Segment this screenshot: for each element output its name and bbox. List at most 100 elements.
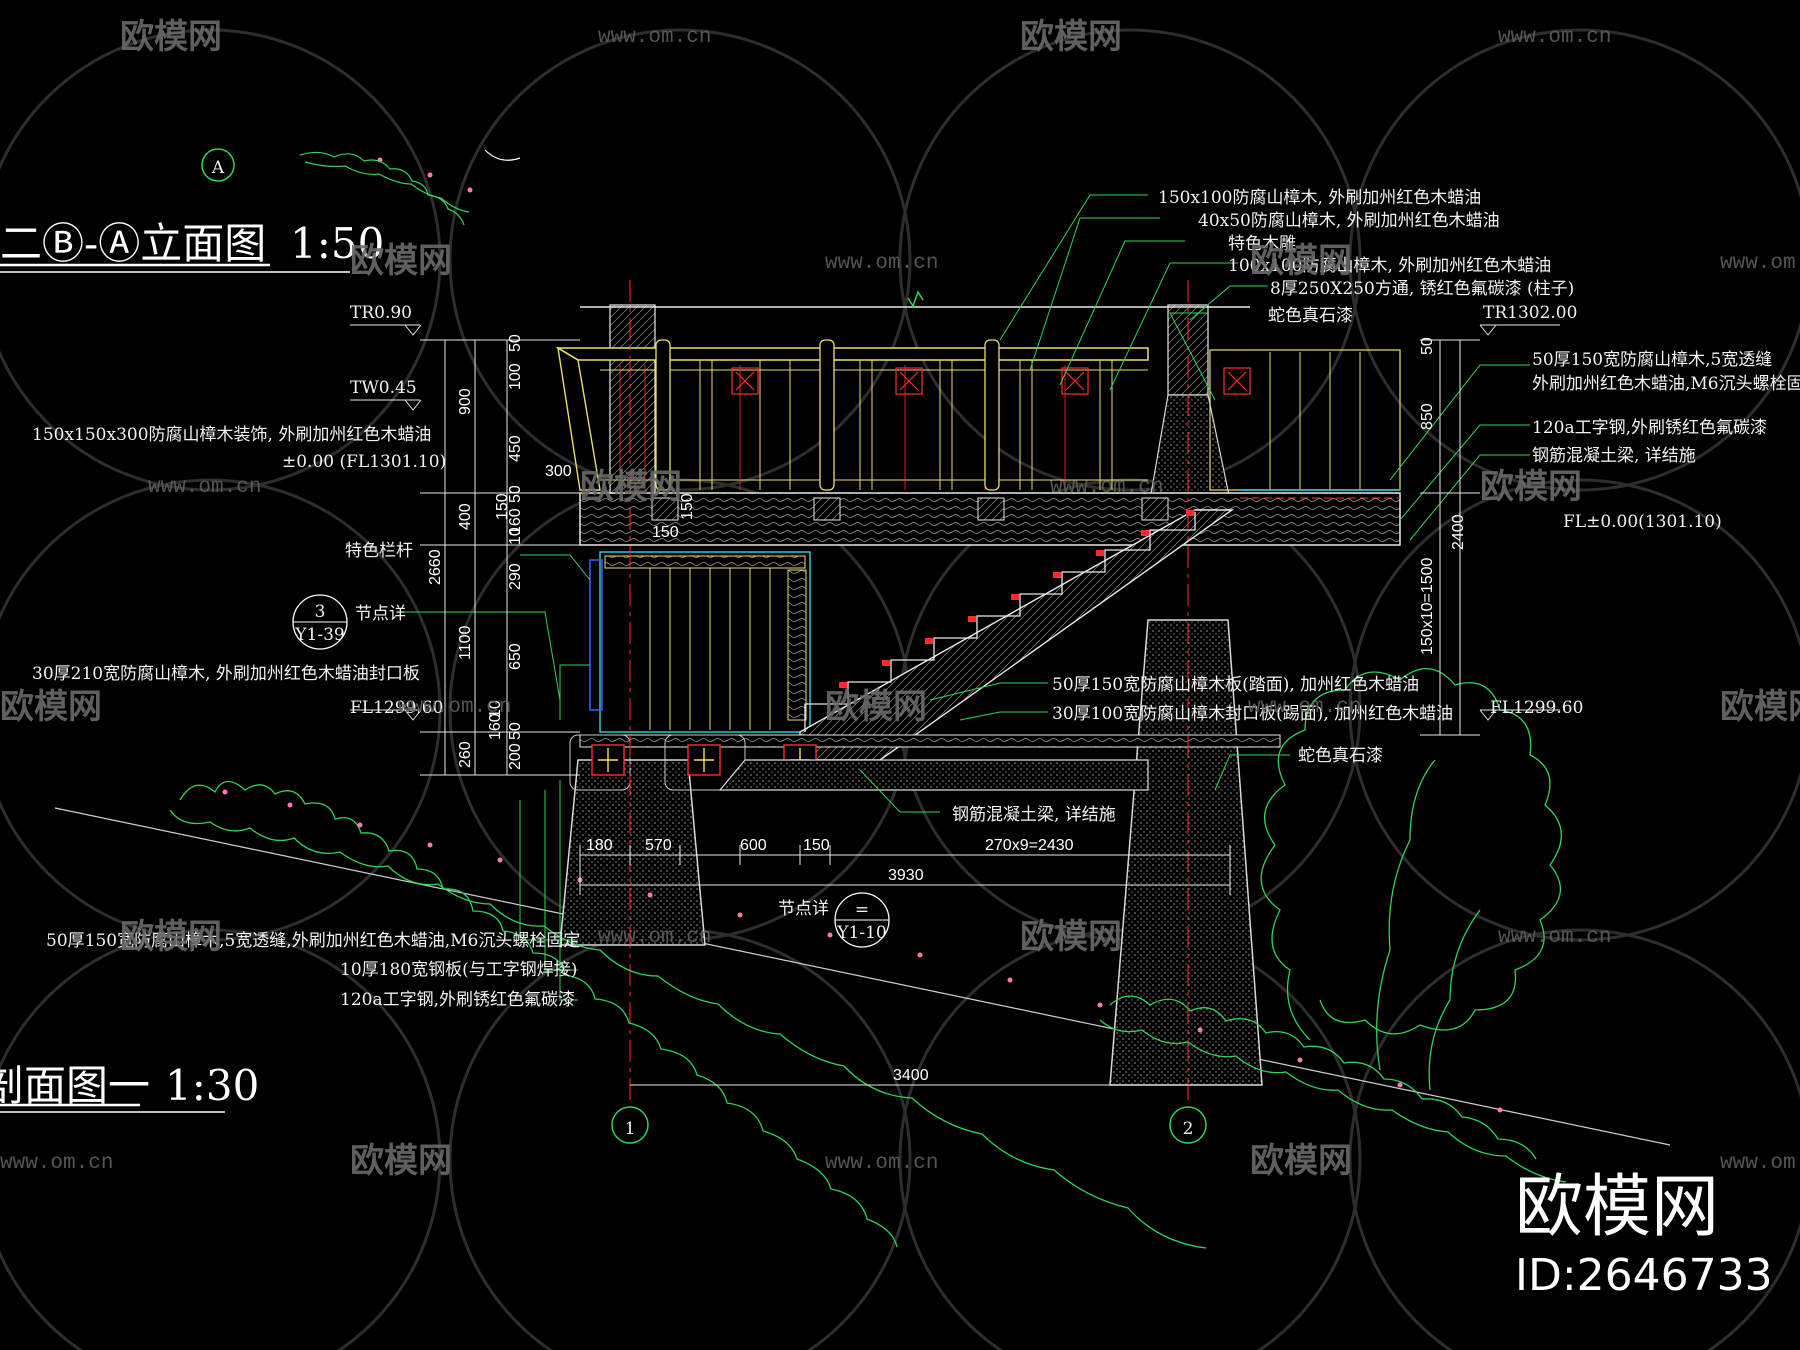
railing-slant bbox=[557, 346, 601, 491]
svg-text:10: 10 bbox=[507, 527, 524, 545]
svg-text:160: 160 bbox=[507, 508, 524, 535]
axis-lines bbox=[629, 280, 1189, 1105]
image-id-label: ID:2646733 bbox=[1515, 1250, 1773, 1301]
section-title: 剖面图一 bbox=[0, 1061, 150, 1110]
svg-text:150: 150 bbox=[679, 493, 696, 520]
svg-text:50: 50 bbox=[1419, 337, 1436, 355]
axis-bubble-2 bbox=[1169, 1106, 1207, 1144]
note-bottom-5: 120a工字钢,外刷锈红色氟碳漆 bbox=[340, 990, 575, 1010]
ground-line bbox=[54, 807, 1671, 1146]
stair-red-nosings bbox=[839, 510, 1194, 688]
svg-text:www.om.cn: www.om.cn bbox=[148, 476, 261, 499]
svg-text:欧模网: 欧模网 bbox=[120, 917, 222, 957]
svg-text:www.om.cn: www.om.cn bbox=[825, 252, 938, 275]
carved-posts bbox=[655, 339, 1000, 491]
svg-text:欧模网: 欧模网 bbox=[1020, 917, 1122, 957]
svg-text:www.om.cn: www.om.cn bbox=[1498, 926, 1611, 949]
svg-text:850: 850 bbox=[1419, 403, 1436, 430]
stair-treads bbox=[804, 512, 1196, 732]
svg-text:www.om.cn: www.om.cn bbox=[0, 1152, 113, 1175]
left-column bbox=[609, 304, 656, 501]
level-fl-left: FL1299.60 bbox=[350, 698, 443, 718]
shrub-left bbox=[169, 780, 1207, 1249]
note-bottom-2: 节点详 bbox=[778, 899, 829, 919]
svg-text:www.om.cn: www.om.cn bbox=[1498, 26, 1611, 49]
svg-text:欧模网: 欧模网 bbox=[350, 1141, 452, 1181]
note-right-0: 50厚150宽防腐山樟木,5宽透缝 bbox=[1532, 350, 1772, 370]
svg-text:150: 150 bbox=[494, 493, 511, 520]
svg-text:3400: 3400 bbox=[893, 1067, 929, 1084]
note-stair-0: 50厚150宽防腐山樟木板(踏面), 加州红色木蜡油 bbox=[1052, 675, 1419, 695]
shrub-left-flowers bbox=[222, 157, 1503, 1113]
svg-text:270x9=2430: 270x9=2430 bbox=[985, 837, 1074, 854]
dims-left: 900 400 2660 1100 260 50 100 450 50 150 … bbox=[427, 334, 524, 770]
svg-text:Y1-39: Y1-39 bbox=[294, 625, 344, 645]
svg-text:2660: 2660 bbox=[427, 549, 444, 585]
level-pm000: ±0.00 (FL1301.10) bbox=[282, 452, 446, 472]
break-mark bbox=[907, 290, 924, 308]
note-left-0: 150x150x300防腐山樟木装饰, 外刷加州红色木蜡油 bbox=[32, 425, 431, 445]
svg-text:欧模网: 欧模网 bbox=[1250, 1141, 1352, 1181]
svg-text:1100: 1100 bbox=[457, 625, 474, 660]
svg-text:Y1-10: Y1-10 bbox=[836, 923, 886, 943]
svg-text:570: 570 bbox=[645, 837, 672, 854]
svg-text:300: 300 bbox=[545, 463, 572, 480]
note-left-1: 特色栏杆 bbox=[345, 541, 413, 561]
svg-text:www.om.cn: www.om.cn bbox=[1720, 252, 1800, 275]
svg-text:www.om.cn: www.om.cn bbox=[598, 926, 711, 949]
note-bottom-0: 蛇色真石漆 bbox=[1298, 746, 1383, 766]
level-markers bbox=[350, 324, 1560, 721]
axis-bubble-a bbox=[201, 148, 235, 182]
svg-text:欧模网: 欧模网 bbox=[1020, 17, 1122, 57]
note-right-2: 120a工字钢,外刷锈红色氟碳漆 bbox=[1532, 418, 1767, 438]
svg-text:欧模网: 欧模网 bbox=[580, 467, 682, 507]
svg-text:www.om.cn: www.om.cn bbox=[398, 696, 511, 719]
note-bottom-3: 50厚150宽防腐山樟木,5宽透缝,外刷加州红色木蜡油,M6沉头螺栓固定 bbox=[46, 931, 580, 951]
elevation-title: 二Ⓑ-Ⓐ立面图 bbox=[0, 219, 266, 268]
svg-text:200: 200 bbox=[507, 743, 524, 770]
axis-bubble-1 bbox=[611, 1106, 649, 1144]
level-fl-right2: FL1299.60 bbox=[1490, 698, 1583, 718]
svg-text:50: 50 bbox=[507, 722, 524, 740]
dimension-lines bbox=[420, 339, 1480, 1086]
svg-text:3: 3 bbox=[315, 602, 326, 622]
svg-text:www.om.cn: www.om.cn bbox=[598, 26, 711, 49]
level-tw045: TW0.45 bbox=[350, 378, 417, 398]
svg-text:150: 150 bbox=[803, 837, 830, 854]
note-top-5: 蛇色真石漆 bbox=[1268, 306, 1353, 326]
svg-text:50: 50 bbox=[507, 334, 524, 352]
svg-text:欧模网: 欧模网 bbox=[120, 17, 222, 57]
watermarks: 欧模网 www.om.cn 欧模网 www.om.cn 欧模网 www.om.c… bbox=[0, 17, 1800, 1181]
note-top-0: 150x100防腐山樟木, 外刷加州红色木蜡油 bbox=[1158, 188, 1481, 208]
svg-text:150x10=1500: 150x10=1500 bbox=[1419, 557, 1436, 655]
deck-blocks bbox=[651, 497, 1169, 521]
note-bottom-1: 钢筋混凝土梁, 详结施 bbox=[952, 805, 1116, 825]
svg-text:100: 100 bbox=[507, 363, 524, 390]
axis-label-2: 2 bbox=[1183, 1119, 1194, 1139]
note-right-3: 钢筋混凝土梁, 详结施 bbox=[1532, 446, 1696, 466]
level-fl-right: FL±0.00(1301.10) bbox=[1563, 512, 1722, 532]
svg-text:900: 900 bbox=[457, 388, 474, 415]
right-railing bbox=[1209, 349, 1401, 491]
note-top-1: 40x50防腐山樟木, 外刷加州红色木蜡油 bbox=[1198, 211, 1500, 231]
note-top-3: 100x100防腐山樟木, 外刷加州红色木蜡油 bbox=[1228, 256, 1551, 276]
svg-text:160: 160 bbox=[487, 713, 504, 740]
tree-right bbox=[1260, 667, 1563, 1091]
railing-balusters bbox=[699, 360, 1113, 490]
dims-inner: 300 150 150 bbox=[545, 463, 696, 541]
svg-text:260: 260 bbox=[457, 741, 474, 768]
dims-bottom: 180 570 600 150 270x9=2430 3930 3400 bbox=[586, 837, 1074, 1084]
svg-text:www.om.cn: www.om.cn bbox=[1720, 1152, 1800, 1175]
svg-text:650: 650 bbox=[507, 643, 524, 670]
axis-label-1: 1 bbox=[625, 1119, 636, 1139]
detail-ref-3: 3 Y1-39 bbox=[292, 594, 348, 650]
svg-text:欧模网: 欧模网 bbox=[1250, 241, 1352, 281]
note-left-2: 节点详 bbox=[355, 604, 406, 624]
axis-label-a: A bbox=[211, 158, 225, 178]
watermark-circles bbox=[0, 28, 1800, 1350]
note-stair-1: 30厚100宽防腐山樟木封口板(踢面), 加州红色木蜡油 bbox=[1052, 704, 1453, 724]
svg-text:www.om.cn: www.om.cn bbox=[1050, 476, 1163, 499]
svg-text:欧模网: 欧模网 bbox=[1720, 687, 1800, 727]
svg-text:400: 400 bbox=[457, 503, 474, 530]
